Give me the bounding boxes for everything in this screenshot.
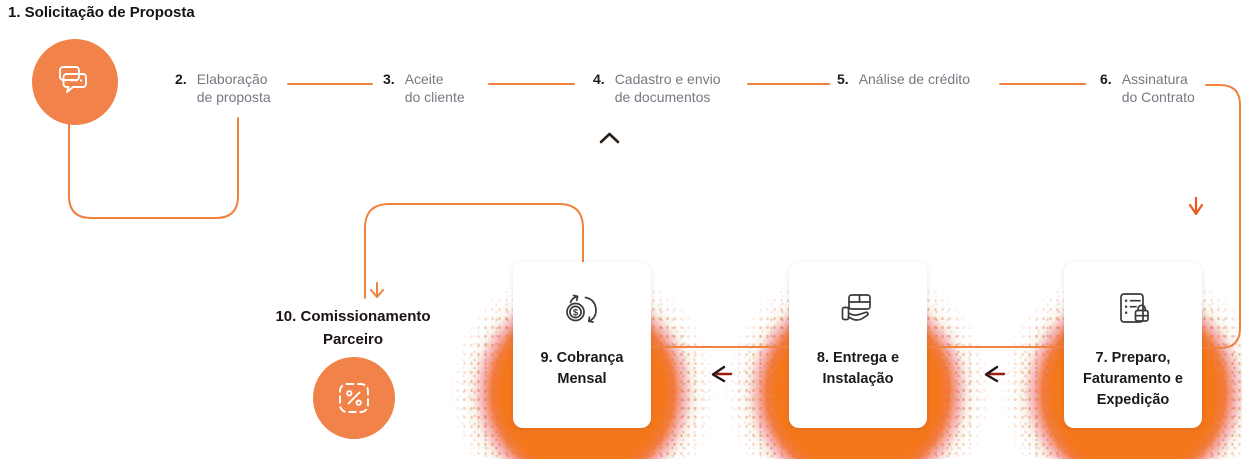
- step-number: 5.: [837, 71, 849, 87]
- step-label: Análise de crédito: [858, 71, 970, 87]
- document-lock-icon: [1109, 286, 1157, 334]
- card-step9: $ 9. Cobrança Mensal: [513, 262, 651, 428]
- step10-circle: [313, 357, 395, 439]
- connector-card9-step10: [364, 203, 584, 299]
- step-number: 6.: [1100, 71, 1112, 87]
- step-number: 3.: [383, 71, 395, 87]
- left-arrow-icon: [984, 365, 1006, 383]
- card-step8: 8. Entrega e Instalação: [789, 262, 927, 428]
- chevron-up-icon: [599, 132, 620, 144]
- step-5: 5. Análise de crédito: [837, 70, 970, 88]
- down-arrow-icon: [1188, 196, 1204, 216]
- percent-frame-icon: [339, 383, 369, 413]
- step1-circle: [32, 39, 118, 125]
- card-title: 8. Entrega e Instalação: [816, 350, 900, 387]
- step-10-label: 10. Comissionamento Parceiro: [275, 308, 431, 348]
- card-title: 7. Preparo, Faturamento e Expedição: [1083, 350, 1183, 408]
- down-arrow-icon: [370, 282, 384, 299]
- step-number: 2.: [175, 71, 187, 87]
- svg-text:$: $: [573, 307, 579, 318]
- chat-bubbles-icon: [59, 66, 87, 93]
- step-number: 4.: [593, 71, 605, 87]
- connector-circle1-step2: [68, 117, 239, 219]
- hand-package-icon: [834, 286, 882, 334]
- page-title: 1. Solicitação de Proposta: [8, 4, 195, 21]
- card-step7: 7. Preparo, Faturamento e Expedição: [1064, 262, 1202, 428]
- card-title: 9. Cobrança Mensal: [540, 350, 624, 387]
- connector-step6-card7: [1201, 84, 1241, 349]
- money-sync-icon: $: [558, 286, 606, 334]
- left-arrow-icon: [711, 365, 733, 383]
